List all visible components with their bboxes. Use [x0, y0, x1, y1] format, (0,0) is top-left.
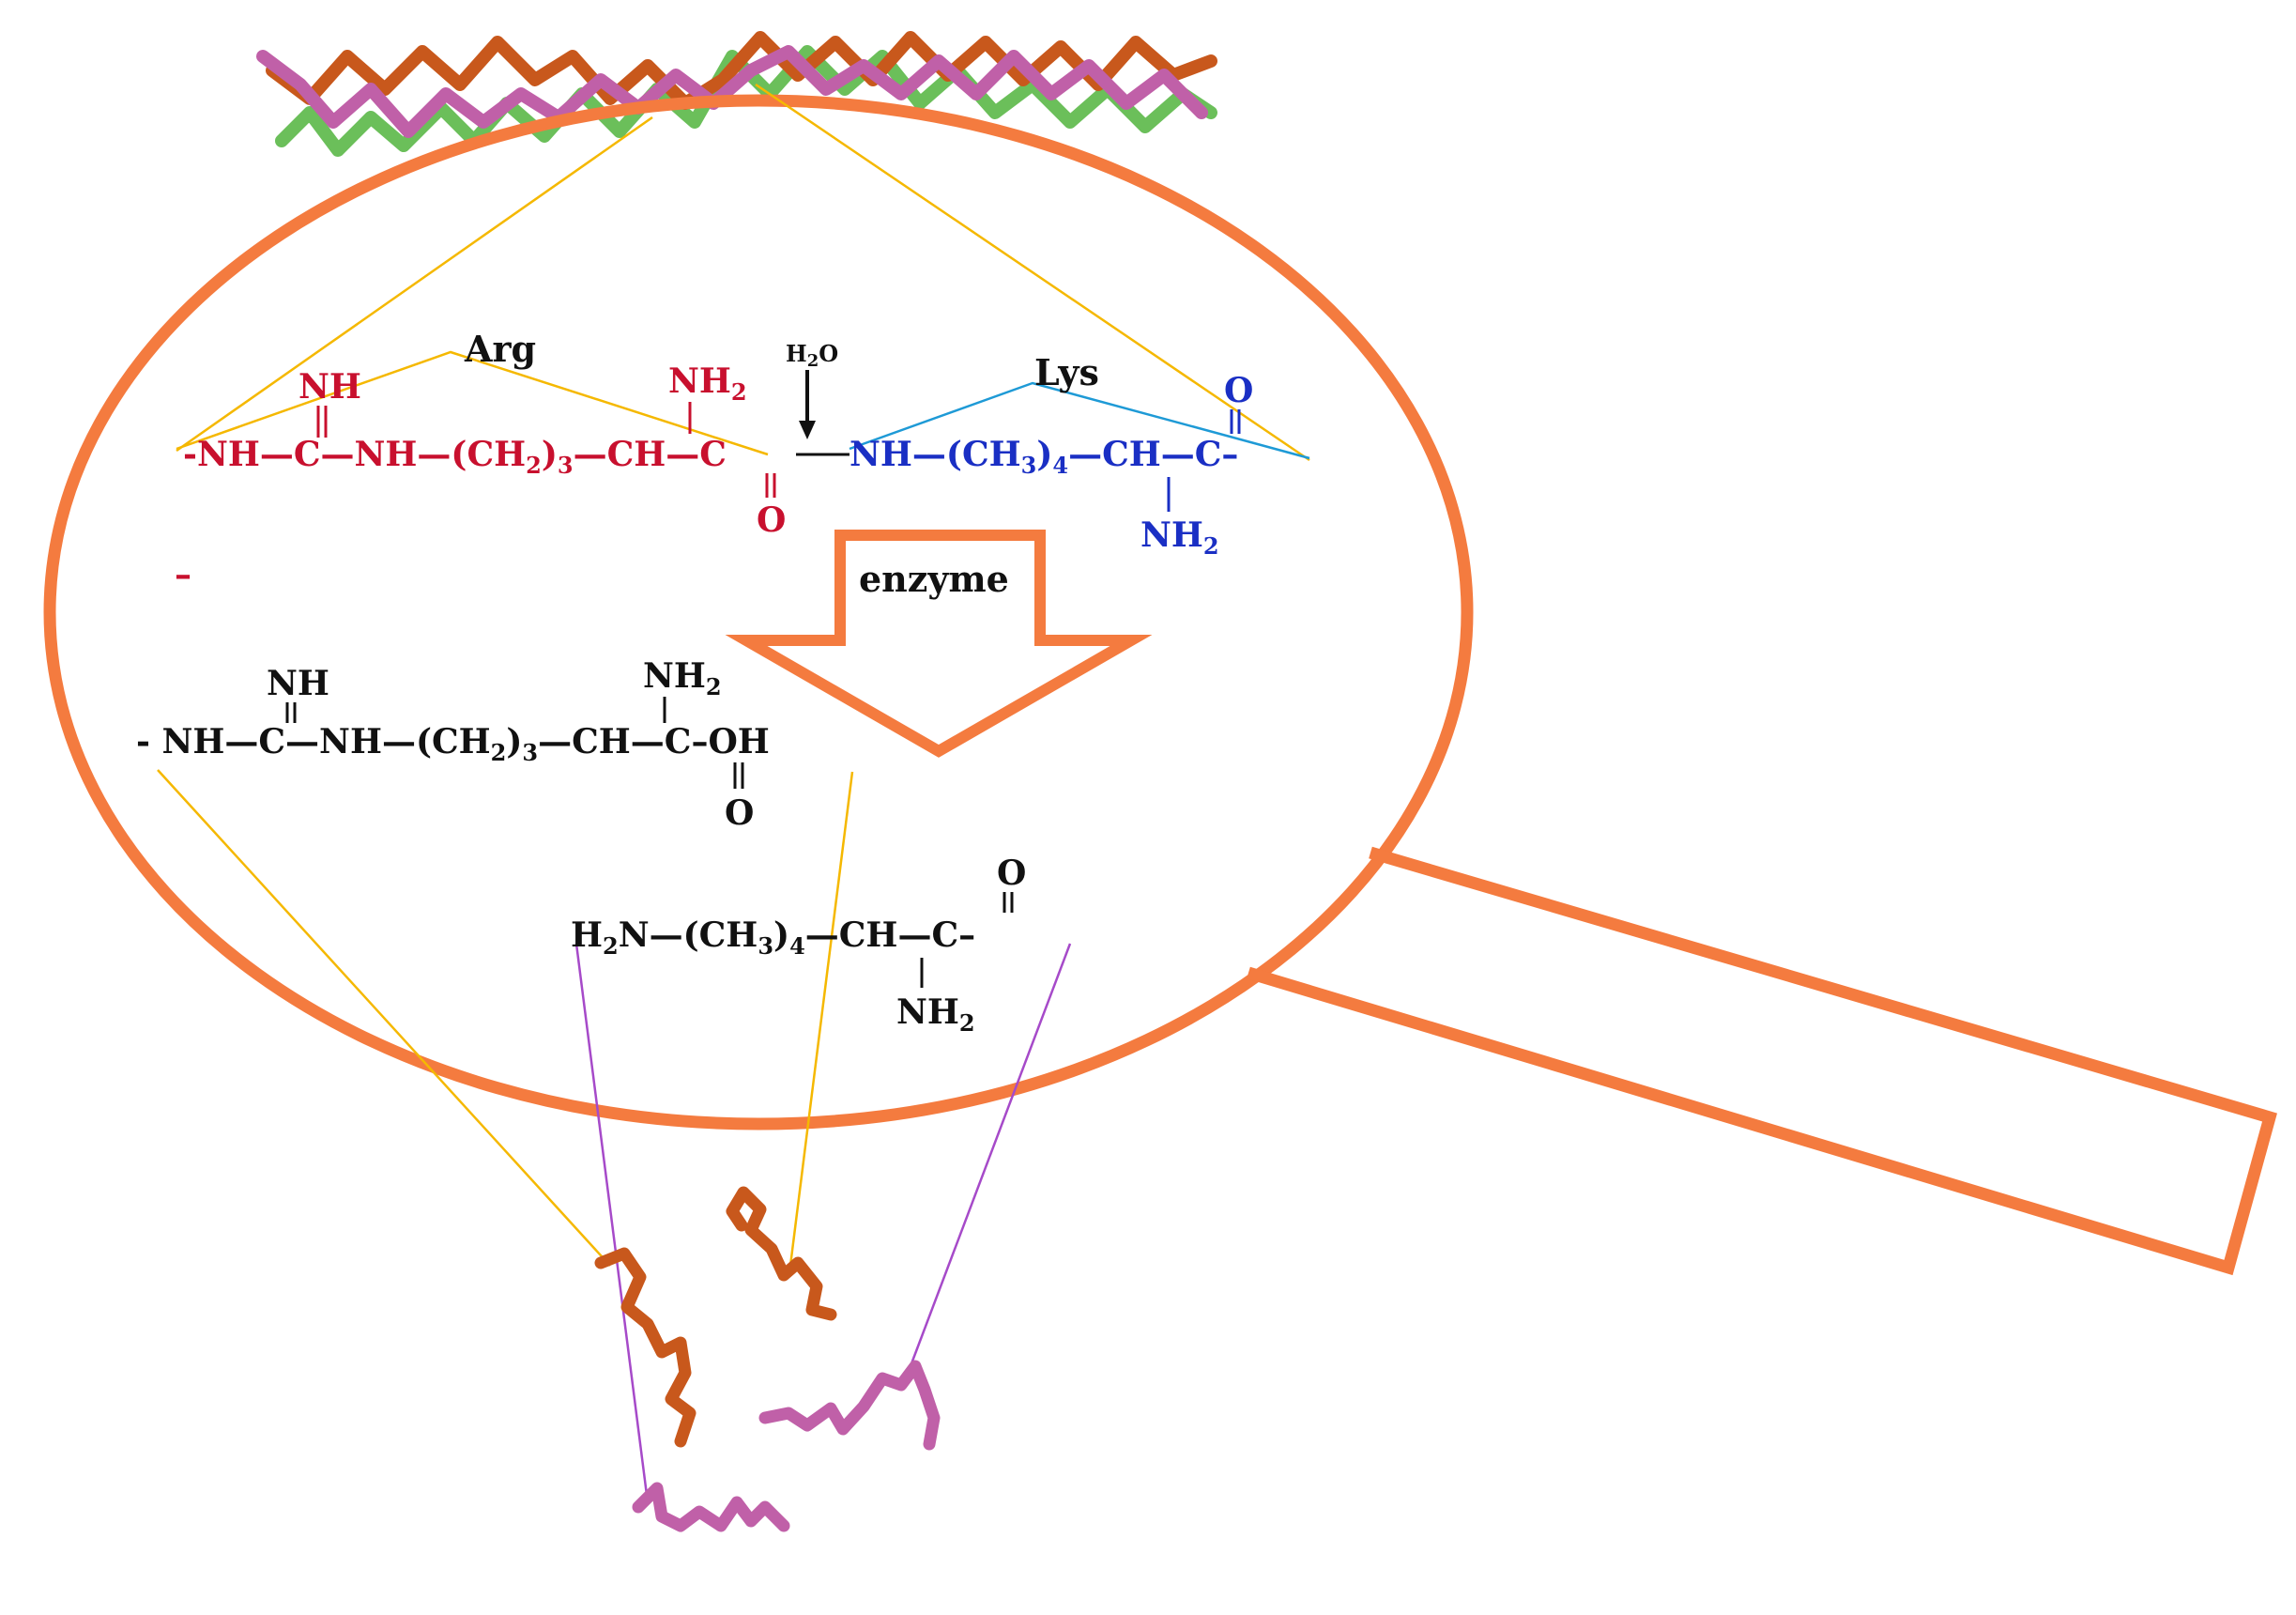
lys-carbonyl-o: O	[1224, 371, 1253, 410]
lys-bracket-line	[849, 381, 1310, 460]
arg-carbonyl-o: O	[757, 500, 786, 540]
protein-strand-orange	[266, 31, 1217, 110]
lys-nh2: NH2	[1140, 515, 1219, 560]
water-label: H2O	[786, 340, 838, 371]
product-lys-chain: H2N—(CH3)4—CH—C–	[571, 915, 975, 960]
protein-strand-green	[275, 45, 1217, 157]
arg-nh2: NH2	[668, 361, 747, 406]
fragment-orange-1	[594, 1247, 696, 1448]
arg-bracket-line	[176, 350, 769, 456]
guide-line-right	[755, 83, 1310, 462]
enzyme-arrow	[725, 530, 1153, 758]
fragment-magenta-1	[758, 1360, 941, 1451]
product-arg-carbonyl-o: O	[725, 793, 754, 833]
enzyme-label: enzyme	[859, 558, 1009, 600]
fragment-magenta-2	[632, 1482, 790, 1532]
water-arrow-head	[799, 421, 816, 439]
arg-label: Arg	[464, 328, 536, 370]
magnifier-lens	[43, 94, 1474, 1130]
product-arg-nh2: NH2	[643, 656, 722, 700]
lys-label: Lys	[1034, 351, 1099, 393]
product-lys-carbonyl-o: O	[997, 854, 1026, 893]
protein-strand-magenta	[256, 45, 1208, 138]
substrate-lys: O NH—(CH3)4—CH—C– NH2	[850, 371, 1253, 560]
arg-top-nh: NH	[298, 367, 361, 407]
guide-line-arg-right-down	[788, 771, 854, 1267]
product-arg: NH NH2 - NH—C—NH—(CH2)3—CH—C–OH O	[136, 656, 770, 833]
product-lys: O H2N—(CH3)4—CH—C– NH2	[571, 854, 1026, 1037]
protein-strand-illustration	[256, 31, 1217, 157]
product-arg-top-nh: NH	[267, 664, 329, 703]
substrate-arg: NH NH2 -NH—C—NH—(CH2)3—CH—C O	[183, 361, 850, 540]
magnifier-handle	[1247, 846, 2277, 1276]
arg-chain: -NH—C—NH—(CH2)3—CH—C	[183, 435, 727, 479]
guide-line-lys-left-down	[574, 943, 650, 1503]
lys-chain: NH—(CH3)4—CH—C–	[850, 435, 1238, 479]
guide-line-left	[176, 115, 653, 453]
product-lys-nh2: NH2	[896, 992, 975, 1037]
stray-red-mark: –	[175, 555, 191, 594]
guide-lines	[157, 83, 1310, 1503]
guide-line-lys-right-down	[909, 943, 1072, 1367]
fragment-orange-2	[726, 1186, 837, 1321]
peptide-fragments	[594, 1186, 941, 1532]
product-arg-chain: - NH—C—NH—(CH2)3—CH—C–OH	[136, 722, 770, 766]
guide-line-arg-left-down	[157, 769, 611, 1267]
